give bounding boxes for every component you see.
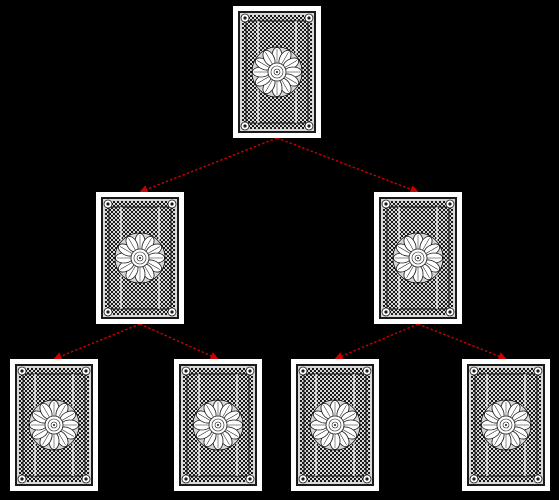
tree-node-left[interactable] [96, 192, 184, 324]
tree-node-root[interactable] [233, 6, 321, 138]
tree-edge-n2-n5 [334, 323, 419, 360]
card-back-icon [101, 197, 179, 319]
tree-node-right-right[interactable] [462, 359, 550, 491]
tree-node-right[interactable] [374, 192, 462, 324]
tree-edge-n0-n1 [139, 137, 278, 194]
card-back-icon [296, 364, 374, 486]
tree-edge-n1-n4 [139, 323, 219, 360]
tree-edge-n1-n3 [53, 323, 141, 361]
tree-node-right-left[interactable] [291, 359, 379, 491]
card-back-icon [238, 11, 316, 133]
card-back-icon [467, 364, 545, 486]
card-back-icon [179, 364, 257, 486]
card-back-icon [15, 364, 93, 486]
tree-node-left-right[interactable] [174, 359, 262, 491]
card-back-icon [379, 197, 457, 319]
tree-edge-n2-n6 [417, 323, 507, 361]
tree-node-left-left[interactable] [10, 359, 98, 491]
tree-edge-n0-n2 [276, 137, 419, 194]
